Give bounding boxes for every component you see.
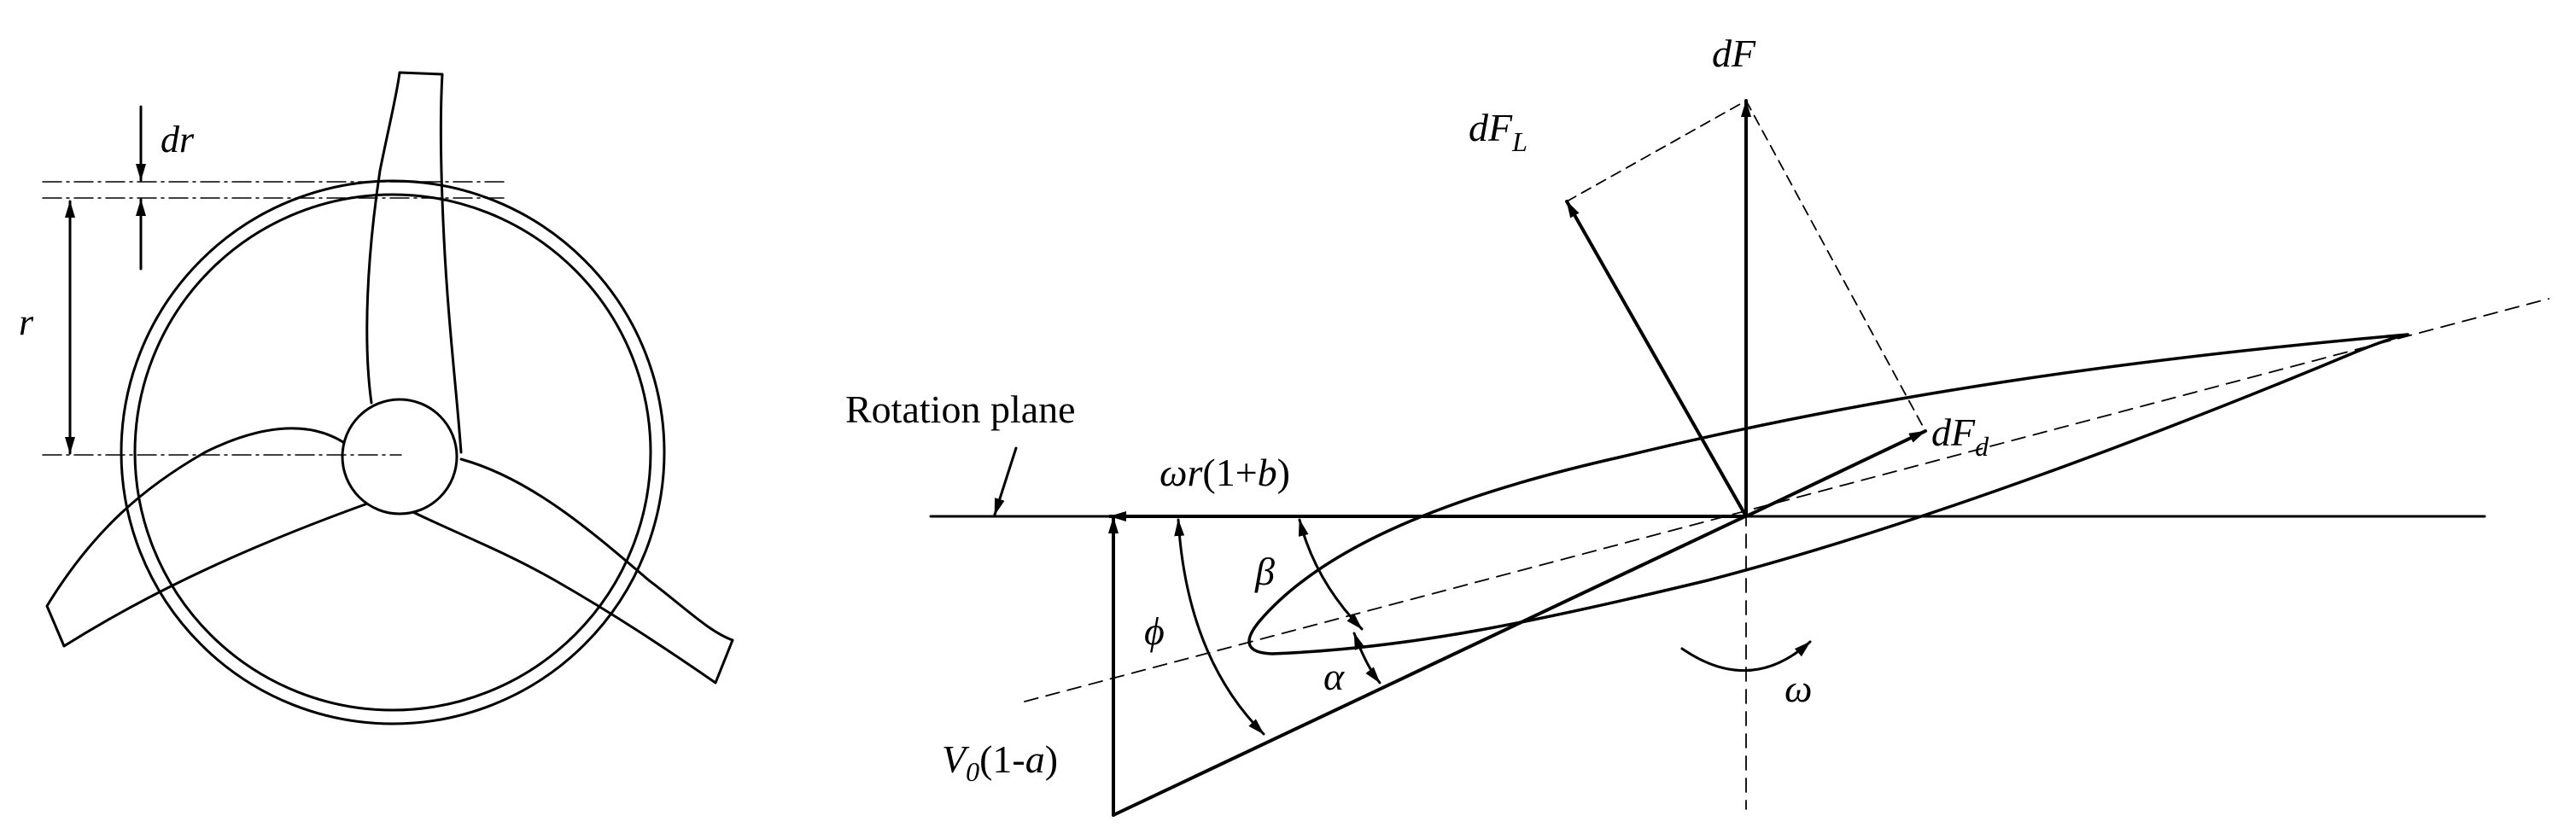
drag-projection-dashed <box>1745 100 1926 432</box>
resultant-force-label: dF <box>1712 32 1756 75</box>
dr-label: dr <box>161 119 195 160</box>
rotation-plane-label: Rotation plane <box>845 387 1076 431</box>
radius-label: r <box>19 301 34 343</box>
drag-force-arrow <box>1744 429 1927 518</box>
lift-projection-dashed <box>1566 100 1747 202</box>
rotor-inner-ring <box>133 193 652 712</box>
axial-velocity-label: V0(1-a) <box>942 737 1058 787</box>
tangential-velocity-label: ωr(1+b) <box>1159 451 1290 494</box>
rotation-plane-pointer <box>993 446 1018 516</box>
flow-angle-label: ϕ <box>1144 609 1165 653</box>
rotor-hub <box>341 398 459 516</box>
airfoil-section <box>1247 333 2410 655</box>
pitch-angle-arc <box>1298 518 1364 631</box>
blade-lower-left <box>45 427 386 648</box>
angle-of-attack-arc <box>1352 632 1381 684</box>
rotation-direction-arc <box>1680 640 1812 672</box>
blade-top <box>365 71 463 454</box>
drag-force-label: dFd <box>1931 411 1989 462</box>
rotor-outer-ring <box>120 179 666 725</box>
chord-line <box>1024 298 2550 702</box>
lift-force-arrow <box>1565 200 1748 518</box>
rotor-front-view: dr r <box>19 71 734 725</box>
rotation-speed-label: ω <box>1785 667 1812 710</box>
relative-velocity-line <box>1112 515 1747 817</box>
angle-of-attack-label: α <box>1323 655 1345 698</box>
blade-element-diagram: Rotation plane ωr(1+b) V0(1-a) dF dFL dF… <box>845 32 2550 817</box>
pitch-angle-label: β <box>1254 550 1275 593</box>
flow-angle-arc <box>1174 518 1265 736</box>
blade-lower-right <box>383 457 734 684</box>
lift-force-label: dFL <box>1469 106 1527 157</box>
